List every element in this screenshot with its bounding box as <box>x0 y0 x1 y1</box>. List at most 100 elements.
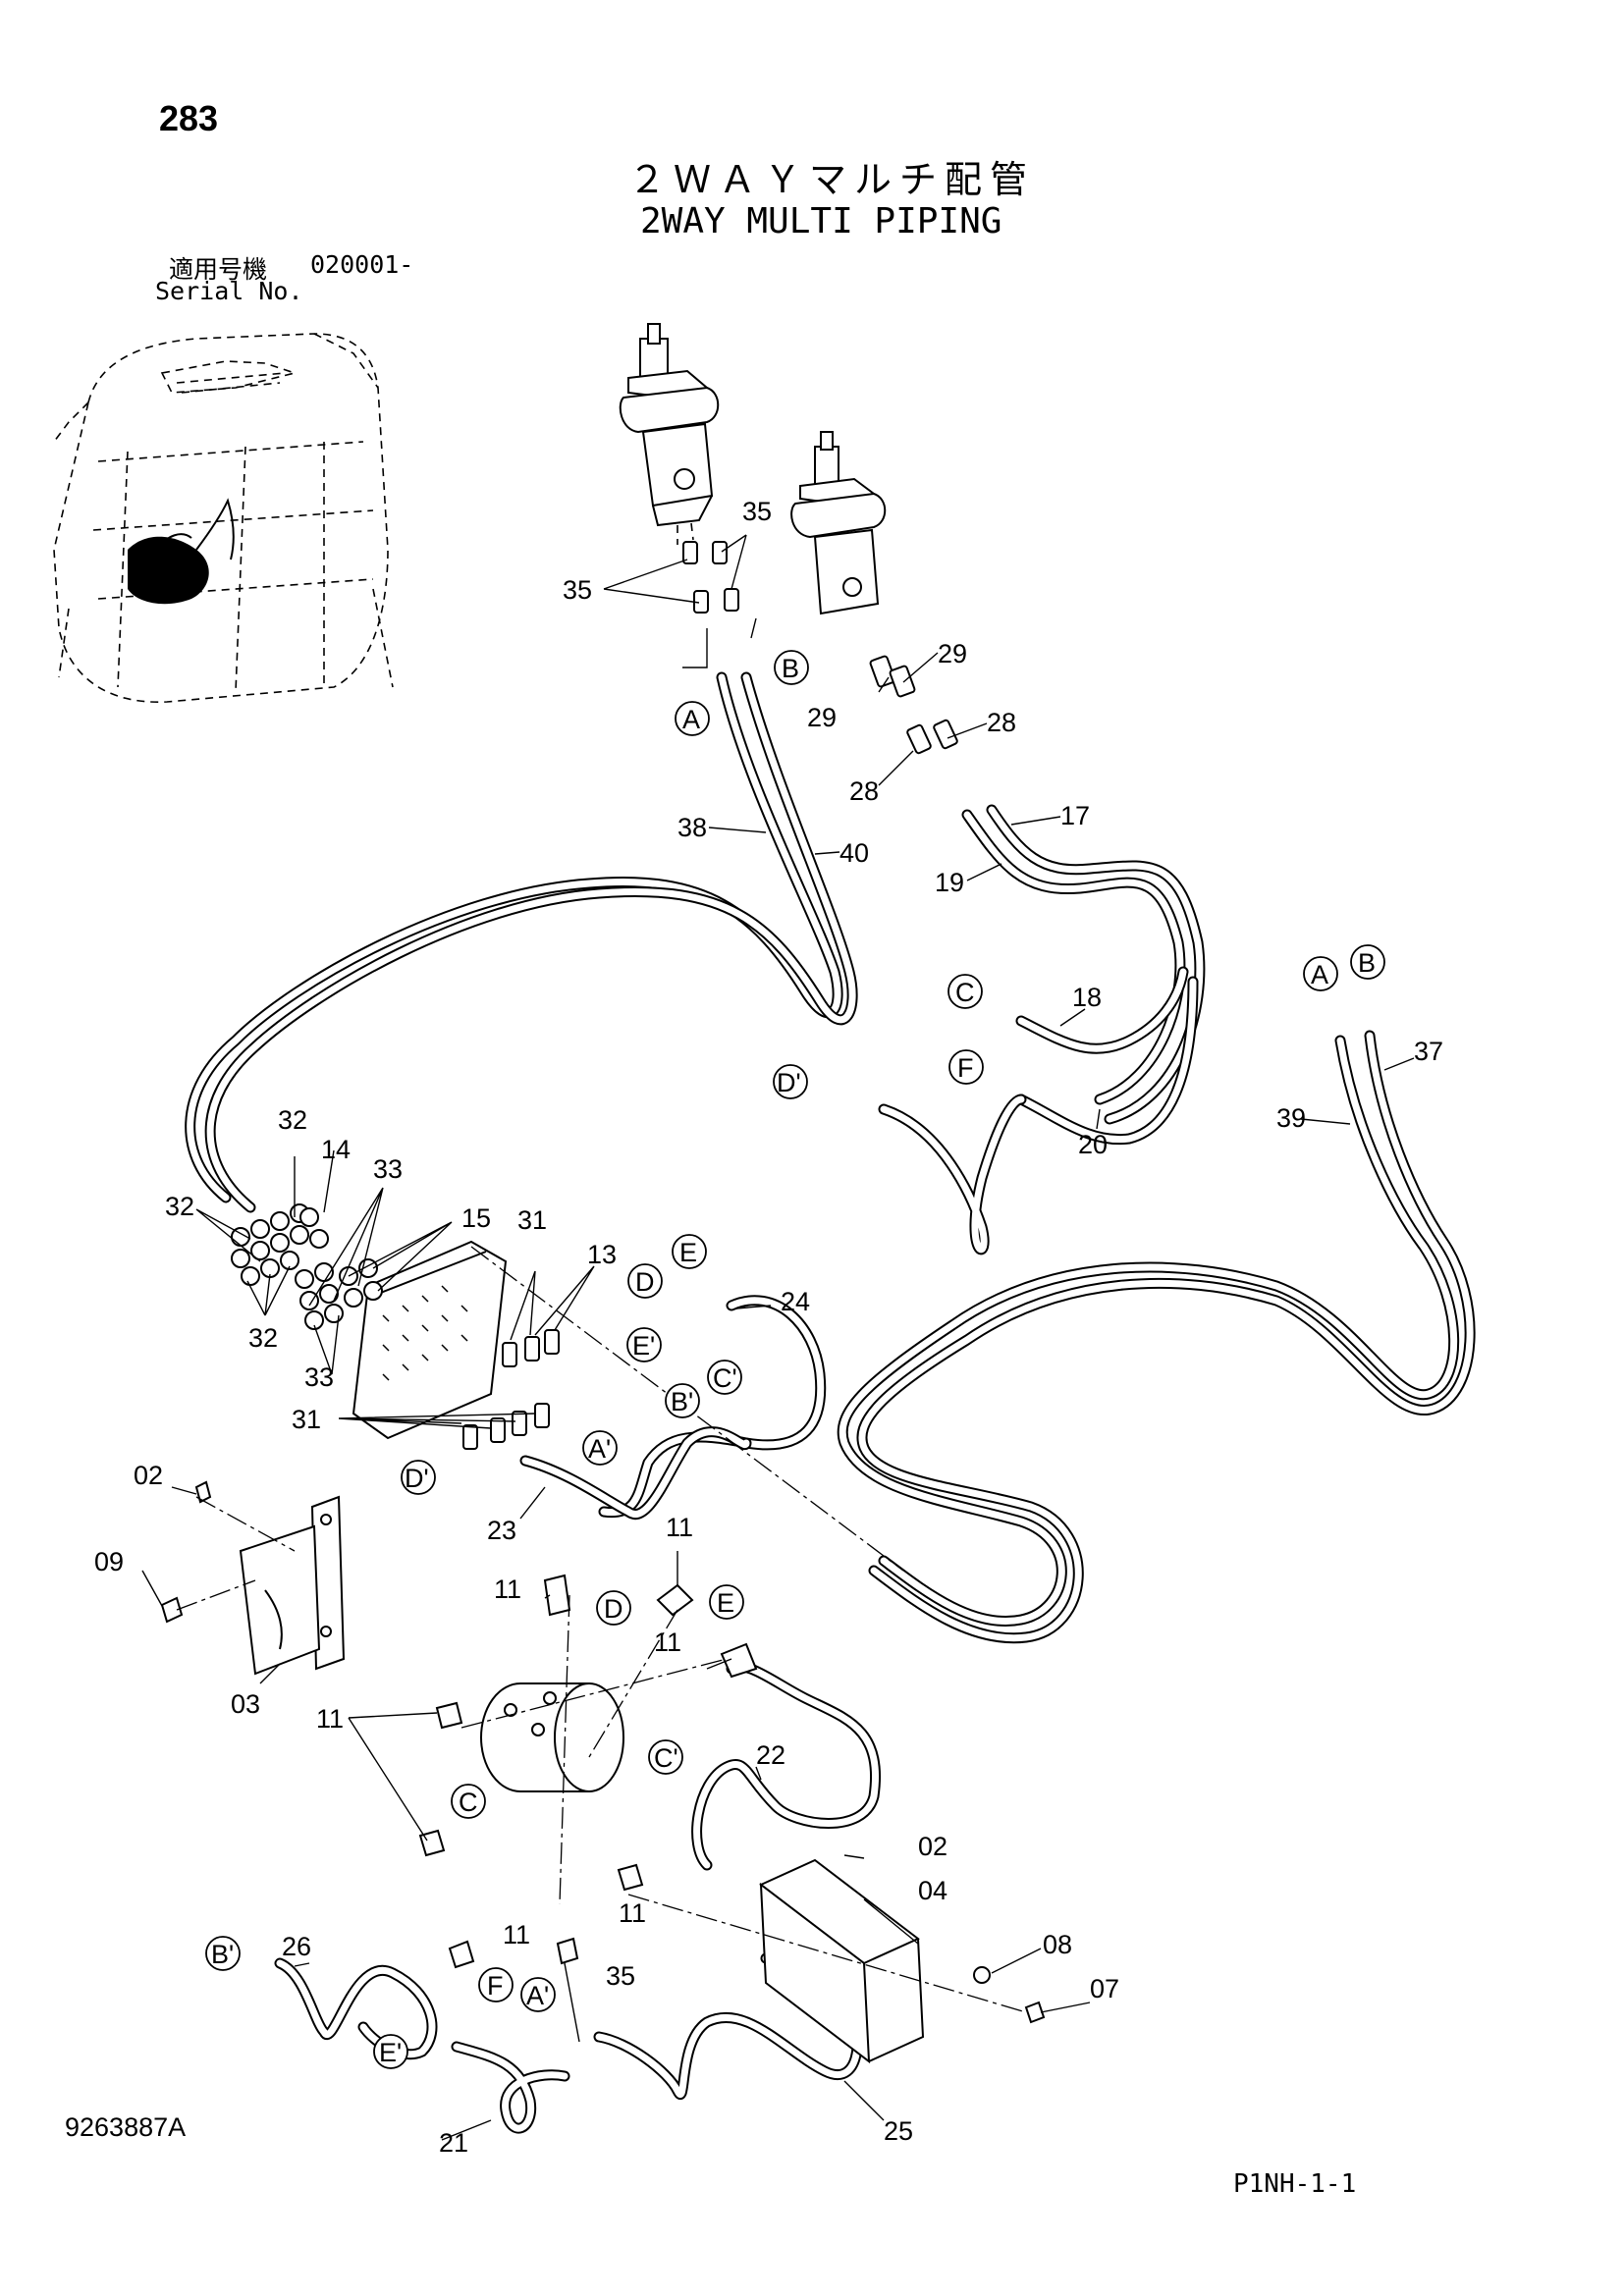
marker-E: E <box>717 1588 734 1618</box>
sheet-reference: P1NH-1-1 <box>1233 2169 1357 2199</box>
callout-23: 23 <box>487 1516 516 1545</box>
hose-20 <box>878 976 1199 1255</box>
marker-D: D <box>635 1267 655 1297</box>
serial-label-english: Serial No. <box>155 277 303 305</box>
callout-32: 32 <box>248 1323 278 1353</box>
callout-24: 24 <box>781 1287 810 1316</box>
callout-11: 11 <box>654 1628 681 1657</box>
callout-02: 02 <box>918 1832 947 1861</box>
hose-38-40 <box>185 671 858 1213</box>
callout-22: 22 <box>756 1740 785 1770</box>
manifold-plate <box>352 1240 508 1440</box>
marker-A: A <box>1311 960 1328 989</box>
callout-38: 38 <box>677 813 707 842</box>
marker-E: E <box>679 1238 697 1267</box>
callout-32: 32 <box>278 1105 307 1135</box>
marker-C: C <box>459 1788 478 1817</box>
callout-09: 09 <box>94 1547 124 1576</box>
marker-A: A <box>682 705 700 734</box>
marker-B: B <box>782 654 799 683</box>
callout-37: 37 <box>1414 1037 1443 1066</box>
bracket-04 <box>759 1858 1046 2064</box>
marker-A-prime: A' <box>526 1981 549 2010</box>
callout-29: 29 <box>807 703 837 732</box>
hose-17-19 <box>961 804 1206 1125</box>
callout-35: 35 <box>563 575 592 605</box>
marker-B-prime: B' <box>211 1940 234 1969</box>
callout-29: 29 <box>938 639 967 668</box>
callout-28: 28 <box>987 708 1016 737</box>
hose-22 <box>691 1661 881 1871</box>
marker-D-prime: D' <box>405 1464 429 1493</box>
connection-markers: B A A B C D' F E D E' C' B' A' D' D E C'… <box>205 650 1385 2069</box>
callout-03: 03 <box>231 1689 260 1719</box>
part-callouts: 35 35 29 29 28 28 38 40 17 19 18 20 37 3… <box>94 497 1443 2158</box>
marker-D: D <box>604 1594 623 1624</box>
callout-02: 02 <box>134 1461 163 1490</box>
fittings-29-28 <box>869 655 958 755</box>
serial-label-japanese: 適用号機 <box>169 255 268 284</box>
callout-33: 33 <box>373 1154 403 1184</box>
callout-15: 15 <box>461 1203 491 1233</box>
callout-11: 11 <box>316 1704 344 1734</box>
callout-08: 08 <box>1043 1930 1072 1959</box>
hose-21 <box>451 2041 570 2134</box>
bracket-03 <box>160 1480 346 1676</box>
marker-F: F <box>487 1971 504 2001</box>
marker-B-prime: B' <box>671 1387 693 1416</box>
hose-26 <box>274 1957 438 2060</box>
callout-31: 31 <box>517 1205 547 1235</box>
callout-14: 14 <box>321 1135 351 1164</box>
callout-07: 07 <box>1090 1974 1119 2003</box>
swivel-joint <box>418 1574 758 1969</box>
marker-E-prime: E' <box>379 2038 402 2067</box>
callout-17: 17 <box>1060 801 1090 830</box>
marker-C: C <box>955 978 975 1007</box>
title-japanese: ２ＷＡＹマルチ配管 <box>628 158 1036 201</box>
hose-18 <box>1015 966 1189 1054</box>
callout-18: 18 <box>1072 983 1102 1012</box>
page-number: 283 <box>159 98 219 138</box>
callout-26: 26 <box>282 1932 311 1961</box>
fitting-cluster-32-14 <box>231 1203 329 1286</box>
center-lines <box>176 1246 1027 2013</box>
callout-21: 21 <box>439 2128 468 2158</box>
callout-31: 31 <box>292 1405 321 1434</box>
callout-28: 28 <box>849 776 879 806</box>
cab-location-thumbnail <box>53 333 394 703</box>
marker-A-prime: A' <box>588 1434 611 1464</box>
fittings-35-upper <box>682 541 739 614</box>
pedal-valve-right <box>790 431 887 615</box>
callout-25: 25 <box>884 2116 913 2146</box>
fittings-13-31 <box>462 1329 560 1450</box>
callout-20: 20 <box>1078 1130 1108 1159</box>
callout-11: 11 <box>666 1513 693 1542</box>
callout-11: 11 <box>494 1575 521 1604</box>
hose-23 <box>519 1426 752 1520</box>
marker-C-prime: C' <box>654 1743 678 1773</box>
marker-E-prime: E' <box>632 1331 655 1361</box>
callout-39: 39 <box>1276 1103 1306 1133</box>
callout-35: 35 <box>742 497 772 526</box>
callout-11: 11 <box>503 1920 530 1949</box>
hose-24 <box>598 1295 827 1519</box>
title-english: 2WAY MULTI PIPING <box>640 201 1002 241</box>
serial-number-value: 020001- <box>310 250 414 279</box>
drawing-number: 9263887A <box>65 2112 187 2142</box>
marker-C-prime: C' <box>713 1363 737 1393</box>
marker-B: B <box>1358 948 1376 978</box>
marker-F: F <box>957 1053 974 1083</box>
marker-D-prime: D' <box>777 1068 801 1097</box>
callout-11: 11 <box>619 1898 646 1928</box>
hose-37-39 <box>837 1030 1476 1644</box>
callout-35: 35 <box>606 1961 635 1991</box>
callout-40: 40 <box>839 838 869 868</box>
callout-32: 32 <box>165 1192 194 1221</box>
callout-19: 19 <box>935 868 964 897</box>
pedal-valve-left <box>619 323 720 545</box>
callout-13: 13 <box>587 1240 617 1269</box>
leader-lines <box>141 534 1415 2141</box>
callout-04: 04 <box>918 1876 947 1905</box>
callout-33: 33 <box>304 1362 334 1392</box>
